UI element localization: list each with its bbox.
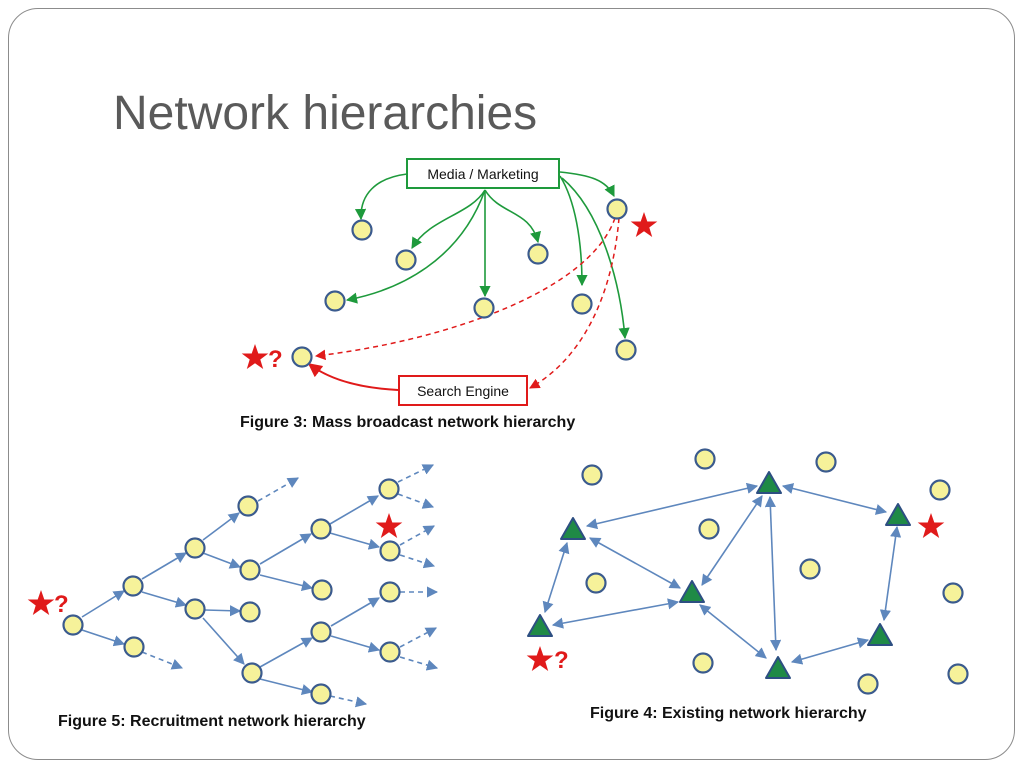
figure-3-caption: Figure 3: Mass broadcast network hierarc… xyxy=(240,414,575,431)
node xyxy=(310,683,332,705)
recruitment-arrows xyxy=(81,495,381,695)
node xyxy=(473,297,495,319)
triangle-node xyxy=(527,614,553,637)
node xyxy=(241,662,263,684)
figure-4-existing: ? Figure 4: Existing network hierarchy xyxy=(526,448,969,722)
triangle-node xyxy=(560,517,586,540)
node xyxy=(947,663,969,685)
node xyxy=(239,559,261,581)
node xyxy=(311,579,333,601)
triangle-node xyxy=(867,623,893,646)
search-arrows xyxy=(314,217,620,389)
node xyxy=(581,464,603,486)
node xyxy=(585,572,607,594)
figure-5-recruitment: ? Figure 5: Recruitment network hierarch… xyxy=(27,464,439,730)
node xyxy=(378,478,400,500)
star-icon xyxy=(630,212,658,237)
node xyxy=(291,346,313,368)
node xyxy=(815,451,837,473)
node xyxy=(379,581,401,603)
figure-5-caption: Figure 5: Recruitment network hierarchy xyxy=(58,713,366,730)
node xyxy=(310,518,332,540)
node xyxy=(694,448,716,470)
triangle-node xyxy=(765,656,791,679)
node xyxy=(929,479,951,501)
search-engine-box xyxy=(398,375,528,406)
triangle-node xyxy=(885,503,911,526)
node xyxy=(310,621,332,643)
broadcast-arrows xyxy=(345,171,630,340)
triangle-node xyxy=(679,580,705,603)
media-marketing-box xyxy=(406,158,560,189)
recruitment-dashed-arrows xyxy=(141,464,439,708)
node xyxy=(379,540,401,562)
search-engine-label: Search Engine xyxy=(417,383,509,399)
node xyxy=(615,339,637,361)
node xyxy=(239,601,261,623)
node xyxy=(571,293,593,315)
node xyxy=(123,636,145,658)
star-icon xyxy=(241,344,269,369)
existing-arrows xyxy=(542,482,902,665)
node xyxy=(857,673,879,695)
node xyxy=(379,641,401,663)
node xyxy=(324,290,346,312)
triangle-node xyxy=(756,471,782,494)
node xyxy=(237,495,259,517)
star-icon xyxy=(375,513,403,538)
star-icon xyxy=(27,590,55,615)
node xyxy=(527,243,549,265)
star-icon xyxy=(526,646,554,671)
node xyxy=(351,219,373,241)
node xyxy=(799,558,821,580)
figure-3-mass-broadcast: ? Media / Marketing Search Engine Figure… xyxy=(240,158,658,431)
question-mark: ? xyxy=(268,346,283,373)
node xyxy=(395,249,417,271)
search-engine-arrow xyxy=(307,363,399,391)
figure-4-caption: Figure 4: Existing network hierarchy xyxy=(590,705,867,722)
node xyxy=(606,198,628,220)
node xyxy=(62,614,84,636)
media-marketing-label: Media / Marketing xyxy=(427,166,538,182)
question-mark: ? xyxy=(54,591,69,618)
node xyxy=(942,582,964,604)
star-icon xyxy=(917,513,945,538)
node xyxy=(698,518,720,540)
node xyxy=(692,652,714,674)
question-mark: ? xyxy=(554,647,569,674)
slide-title: Network hierarchies xyxy=(113,87,538,140)
node xyxy=(122,575,144,597)
node xyxy=(184,598,206,620)
node xyxy=(184,537,206,559)
